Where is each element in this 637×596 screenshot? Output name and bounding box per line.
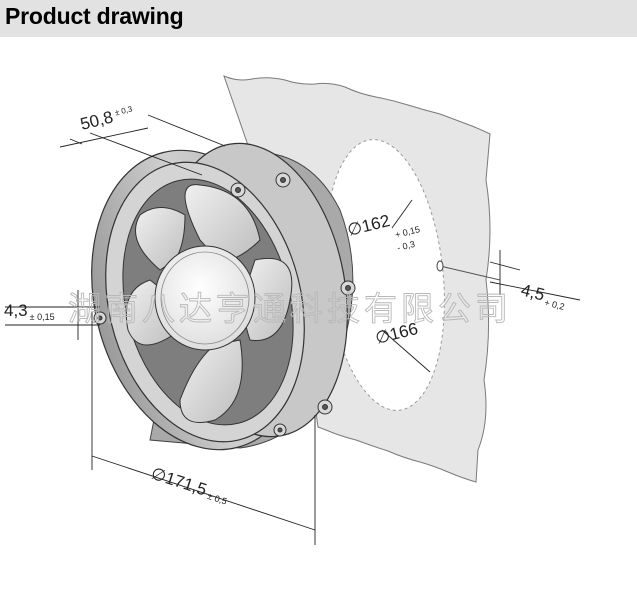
dim-hole-left: 4,3± 0,15 <box>4 301 55 322</box>
panel-hole <box>436 260 444 272</box>
watermark: 湖南八达亨通科技有限公司 <box>68 289 512 328</box>
section-header: Product drawing <box>0 0 637 37</box>
fan-body <box>91 142 356 451</box>
svg-text:4,5+ 0,2: 4,5+ 0,2 <box>519 280 569 311</box>
mounting-lugs <box>93 172 356 437</box>
dim-depth: 50,8± 0,3 <box>78 102 135 134</box>
svg-text:- 0,3: - 0,3 <box>396 239 416 253</box>
svg-text:4,3± 0,15: 4,3± 0,15 <box>4 301 55 322</box>
svg-text:∅162: ∅162 <box>345 211 392 240</box>
dimension-lines <box>5 114 581 545</box>
svg-text:∅166: ∅166 <box>373 319 420 348</box>
dim-hole-right: 4,5+ 0,2 <box>519 280 569 311</box>
svg-text:50,8± 0,3: 50,8± 0,3 <box>78 102 135 134</box>
section-title: Product drawing <box>5 3 184 29</box>
fan-hub <box>154 245 256 351</box>
dim-cutout: ∅166 <box>373 319 420 348</box>
svg-text:∅171,5± 0,5: ∅171,5± 0,5 <box>149 464 231 507</box>
dim-outer-diameter: ∅171,5± 0,5 <box>149 464 231 507</box>
